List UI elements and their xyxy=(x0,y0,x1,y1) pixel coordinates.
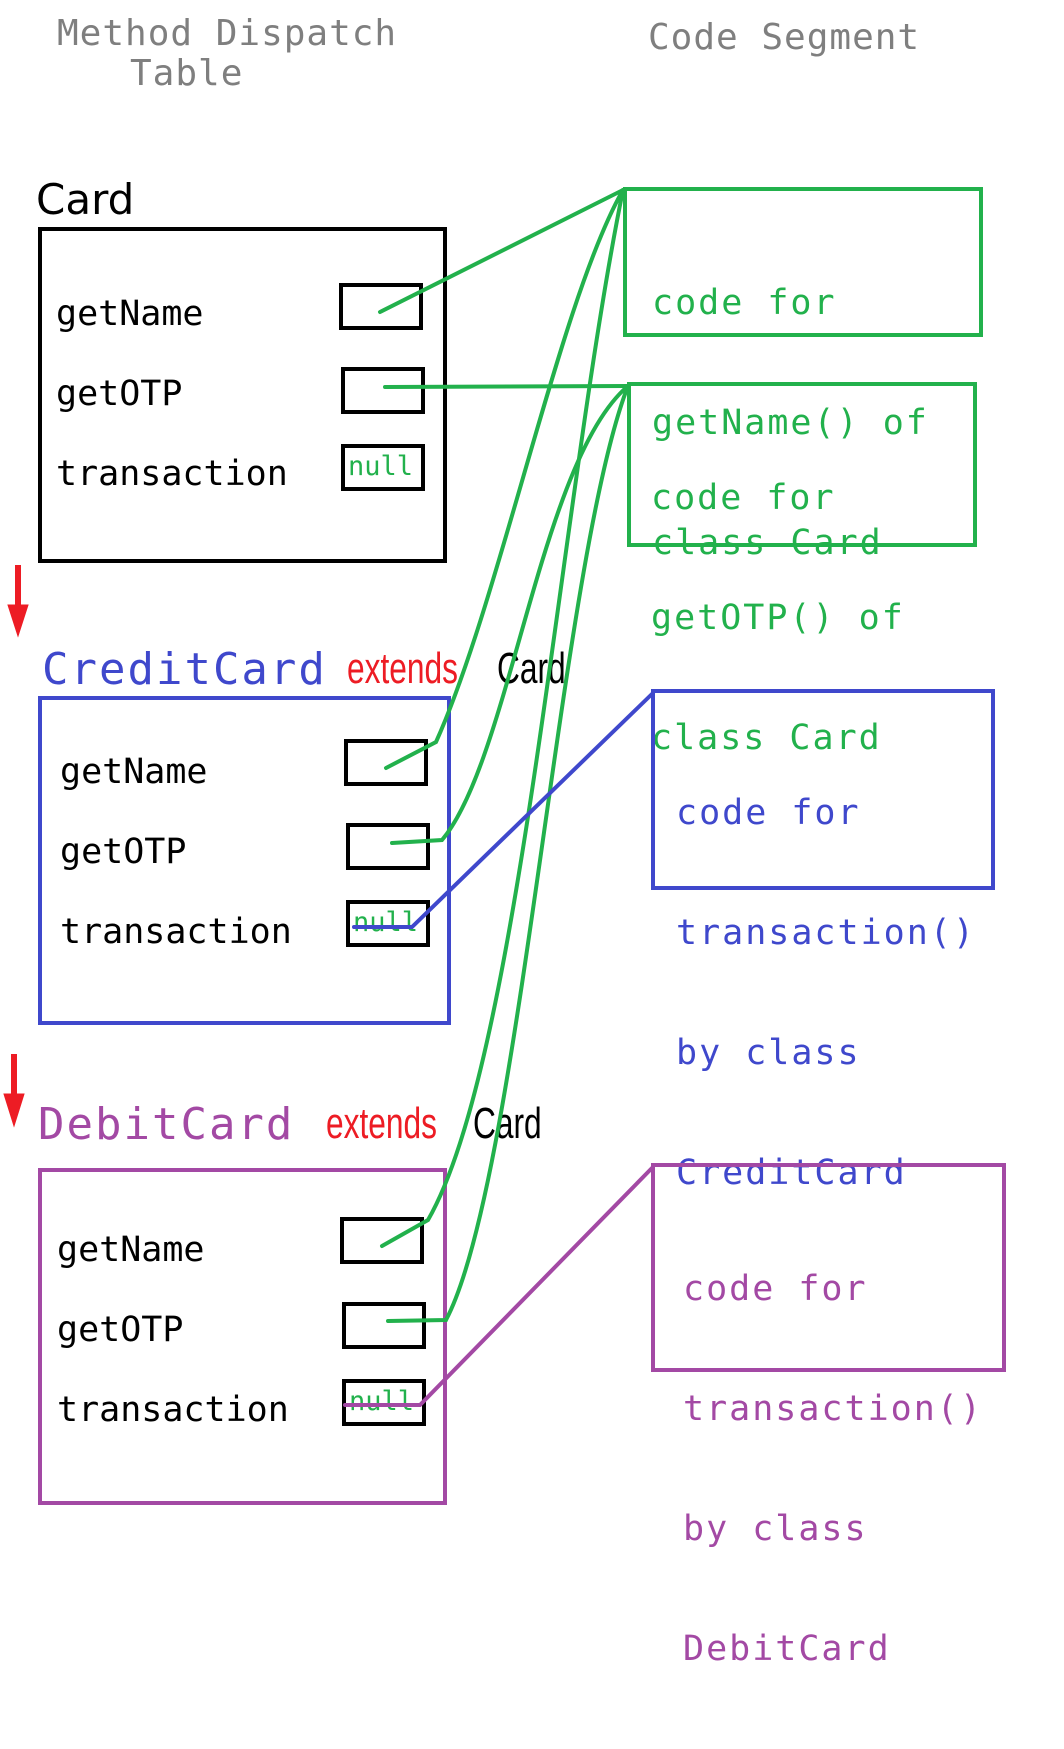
creditcard-transaction-slot: null xyxy=(346,900,430,947)
code-box-transaction-creditcard: code for transaction() by class CreditCa… xyxy=(651,689,995,1193)
creditcard-entry-getname: getName xyxy=(60,752,208,792)
debitcard-getotp-slot xyxy=(342,1302,426,1349)
card-entry-transaction: transaction xyxy=(56,454,288,494)
inheritance-arrow-creditcard xyxy=(7,565,29,638)
code-line: by class xyxy=(683,1509,868,1549)
code-line: CreditCard xyxy=(676,1153,907,1193)
debitcard-transaction-slot: null xyxy=(342,1379,426,1426)
debitcard-entry-transaction: transaction xyxy=(57,1390,289,1430)
card-dispatch-table: getName getOTP transaction xyxy=(38,227,447,563)
creditcard-entry-transaction: transaction xyxy=(60,912,292,952)
creditcard-dispatch-table: getName getOTP transaction xyxy=(38,696,451,1025)
debitcard-extends-keyword: extends xyxy=(326,1099,437,1148)
code-line: by class xyxy=(676,1033,861,1073)
dispatch-table-heading-line2: Table xyxy=(130,53,244,94)
card-transaction-slot: null xyxy=(341,444,425,491)
creditcard-entry-getotp: getOTP xyxy=(60,832,187,872)
code-line: getName() of xyxy=(652,403,929,443)
code-line: class Card xyxy=(651,718,882,758)
creditcard-getname-slot xyxy=(344,739,428,786)
code-box-getotp-card-text: code for getOTP() of class Card xyxy=(651,398,905,838)
dispatch-table-heading: Method Dispatch Table xyxy=(57,14,397,94)
dispatch-table-heading-line1: Method Dispatch xyxy=(57,13,398,54)
code-box-getotp-card: code for getOTP() of class Card xyxy=(627,382,977,758)
code-line: code for xyxy=(652,283,837,323)
code-line: code for xyxy=(651,478,836,518)
creditcard-extends-keyword: extends xyxy=(347,644,458,693)
card-class-name: Card xyxy=(36,175,135,224)
code-box-transaction-creditcard-text: code for transaction() by class CreditCa… xyxy=(676,713,976,1273)
code-line: code for xyxy=(676,793,861,833)
card-transaction-null: null xyxy=(348,451,414,482)
debitcard-entry-getotp: getOTP xyxy=(57,1310,184,1350)
creditcard-class-name: CreditCard xyxy=(42,644,327,695)
card-entry-getname: getName xyxy=(56,294,204,334)
debitcard-class-name: DebitCard xyxy=(38,1099,295,1150)
card-class-title: Card xyxy=(36,176,134,224)
debitcard-entry-getname: getName xyxy=(57,1230,205,1270)
code-line: transaction() xyxy=(676,913,976,953)
code-line: getOTP() of xyxy=(651,598,905,638)
inheritance-arrow-debitcard xyxy=(3,1054,25,1128)
card-getotp-slot xyxy=(341,367,425,414)
debitcard-getname-slot xyxy=(340,1217,424,1264)
creditcard-getotp-slot xyxy=(346,823,430,870)
code-segment-heading: Code Segment xyxy=(648,17,921,58)
code-box-transaction-debitcard: code for transaction() by class DebitCar… xyxy=(651,1163,1006,1669)
code-box-getname-card: code for getName() of class Card xyxy=(623,187,983,563)
code-box-getname-card-text: code for getName() of class Card xyxy=(652,203,929,643)
creditcard-parent-name: Card xyxy=(497,644,566,693)
debitcard-parent-name: Card xyxy=(473,1099,542,1148)
creditcard-transaction-null: null xyxy=(353,907,419,938)
card-entry-getotp: getOTP xyxy=(56,374,183,414)
code-line: transaction() xyxy=(683,1389,983,1429)
card-getname-slot xyxy=(339,283,423,330)
code-line: DebitCard xyxy=(683,1629,891,1669)
code-line: code for xyxy=(683,1269,868,1309)
debitcard-transaction-null: null xyxy=(349,1386,415,1417)
code-box-transaction-debitcard-text: code for transaction() by class DebitCar… xyxy=(683,1189,983,1749)
